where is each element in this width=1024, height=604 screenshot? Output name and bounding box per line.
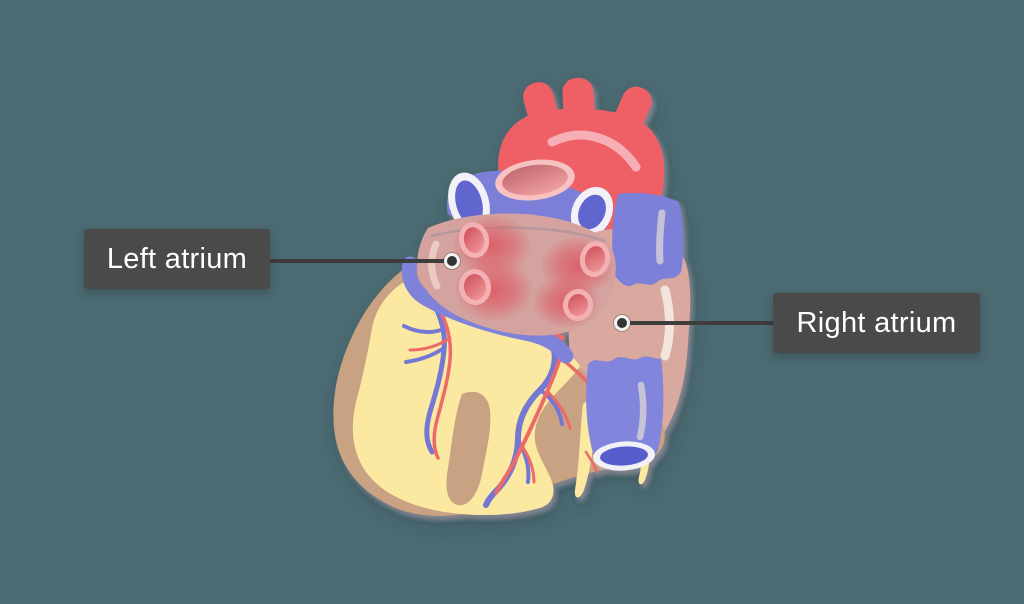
ivc-highlight — [636, 381, 647, 441]
aorta-opening-lumen — [502, 164, 568, 196]
pv-lumen-3 — [584, 246, 606, 272]
label-right-atrium-text: Right atrium — [796, 306, 957, 339]
label-left-atrium[interactable]: Left atrium — [84, 229, 270, 289]
artery-apex-twig — [584, 450, 599, 474]
pointer-dot-left-atrium — [444, 253, 460, 269]
vein-middle-branch-1 — [538, 388, 564, 426]
pulmonary-vein-opening-2 — [458, 269, 492, 305]
cardiac-veins — [402, 292, 564, 508]
inferior-vena-cava — [586, 356, 664, 466]
label-right-atrium[interactable]: Right atrium — [773, 293, 980, 353]
pulmonary-vein-opening-3 — [579, 241, 611, 277]
artery-left-main — [432, 298, 453, 460]
artery-left-branch — [408, 336, 452, 352]
artery-mid-branch-2 — [520, 444, 536, 484]
pv-lumen-1 — [463, 227, 485, 253]
heart-group — [333, 77, 691, 516]
vein-left-main — [424, 292, 447, 455]
pv-lumen-4 — [567, 294, 589, 316]
pv-lumen-2 — [463, 274, 487, 300]
ivc-opening-lumen — [600, 446, 648, 466]
label-left-atrium-text: Left atrium — [106, 242, 248, 275]
superior-vena-cava — [612, 192, 684, 287]
leader-line-left — [268, 259, 450, 263]
pulmonary-vein-opening-4 — [562, 289, 594, 321]
pointer-dot-right-atrium — [614, 315, 630, 331]
left-atrium-group — [417, 213, 616, 336]
vein-left-branch-1 — [404, 346, 446, 364]
ivc-opening — [593, 441, 655, 471]
svc-highlight — [656, 209, 666, 265]
aorta-highlight — [547, 130, 641, 172]
vein-middle-cardiac — [483, 342, 558, 508]
left-pa-lumen — [455, 180, 483, 226]
aorta-opening — [495, 159, 575, 201]
right-pulmonary-artery-opening — [570, 186, 614, 238]
right-pa-lumen — [578, 194, 606, 230]
artery-posterior-descending — [494, 350, 564, 495]
leader-line-right — [624, 321, 775, 325]
superior-vena-cava-group — [612, 192, 684, 287]
artery-mid-branch-1 — [546, 390, 572, 430]
vein-left-branch-2 — [402, 324, 443, 335]
pulmonary-vein-opening-1 — [458, 222, 490, 258]
vein-middle-branch-2 — [516, 438, 531, 484]
left-atrium-highlight — [428, 240, 441, 290]
inferior-vena-cava-group — [586, 356, 664, 471]
